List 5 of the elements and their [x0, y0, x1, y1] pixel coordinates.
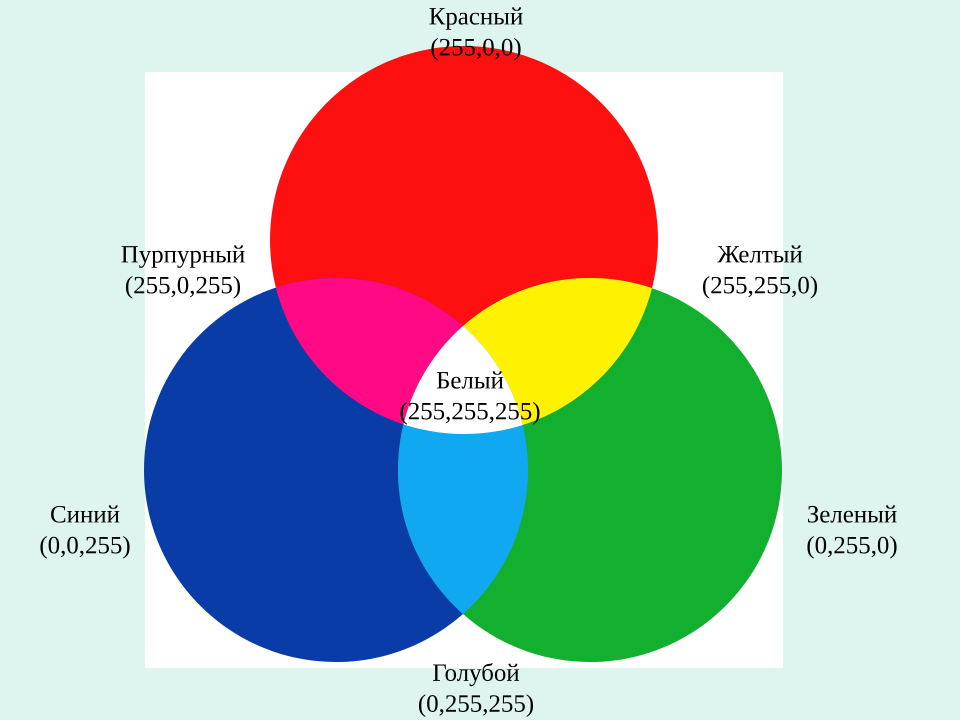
color-label: Голубой (0,255,255): [419, 662, 534, 717]
color-label: Синий (0,0,255): [40, 505, 130, 559]
color-label: Пурпурный (255,0,255): [121, 245, 245, 299]
color-label: Желтый (255,255,0): [703, 245, 818, 299]
color-label: Зеленый (0,255,0): [807, 505, 897, 559]
